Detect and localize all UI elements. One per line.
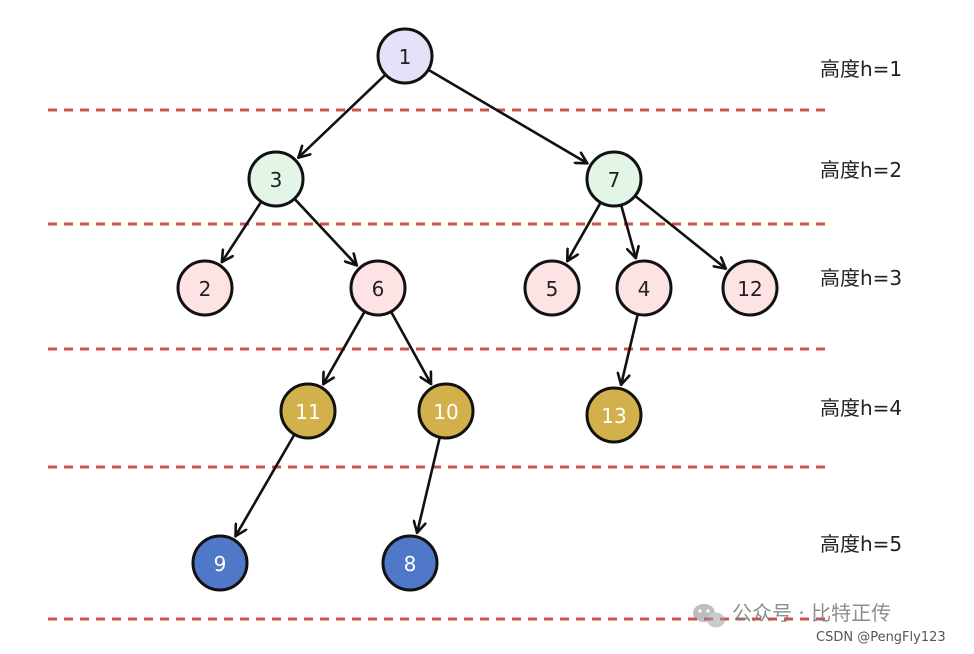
node-circle — [376, 27, 434, 85]
watermark: 公众号 · 比特正传 CSDN @PengFly123 — [693, 601, 946, 645]
edge-3-to-6 — [294, 198, 359, 267]
node-label: 9 — [214, 552, 227, 576]
tree-node-9: 9 — [191, 534, 249, 592]
edge-11-to-9 — [234, 434, 295, 538]
node-label: 3 — [270, 168, 283, 192]
level-labels: 高度h=1 高度h=2 高度h=3 高度h=4 高度h=5 — [820, 57, 902, 556]
level-label-1: 高度h=1 — [820, 57, 902, 81]
tree-node-13: 13 — [585, 386, 643, 444]
node-circle — [279, 382, 337, 440]
csdn-credit: CSDN @PengFly123 — [816, 630, 946, 645]
edge-1-to-7 — [428, 69, 589, 165]
node-circle — [523, 259, 581, 317]
node-circle — [176, 259, 234, 317]
node-label: 2 — [199, 277, 212, 301]
edge-7-to-12 — [635, 195, 728, 270]
edge-3-to-2 — [220, 202, 262, 264]
node-label: 11 — [295, 400, 320, 424]
level-label-4: 高度h=4 — [820, 396, 902, 420]
node-label: 4 — [638, 277, 651, 301]
tree-node-10: 10 — [417, 382, 475, 440]
node-label: 6 — [372, 277, 385, 301]
tree-node-5: 5 — [523, 259, 581, 317]
edge-7-to-4 — [620, 205, 636, 260]
node-circle — [191, 534, 249, 592]
node-label: 1 — [399, 45, 412, 69]
edge-6-to-11 — [321, 311, 366, 386]
node-label: 5 — [546, 277, 559, 301]
node-circle — [585, 150, 643, 208]
node-label: 12 — [737, 277, 762, 301]
wechat-icon — [693, 604, 725, 628]
node-circle — [381, 534, 439, 592]
tree-node-11: 11 — [279, 382, 337, 440]
node-circle — [247, 150, 305, 208]
watermark-text: 公众号 · 比特正传 — [732, 601, 891, 625]
tree-node-7: 7 — [585, 150, 643, 208]
node-circle — [615, 259, 673, 317]
tree-node-4: 4 — [615, 259, 673, 317]
edge-10-to-8 — [417, 437, 441, 535]
tree-node-3: 3 — [247, 150, 305, 208]
tree-node-8: 8 — [381, 534, 439, 592]
node-circle — [417, 382, 475, 440]
level-label-2: 高度h=2 — [820, 158, 902, 182]
node-label: 13 — [601, 404, 626, 428]
node-label: 8 — [404, 552, 417, 576]
node-label: 7 — [608, 168, 621, 192]
edge-6-to-10 — [390, 312, 433, 386]
tree-node-2: 2 — [176, 259, 234, 317]
level-label-3: 高度h=3 — [820, 266, 902, 290]
node-circle — [349, 259, 407, 317]
edge-4-to-13 — [621, 314, 639, 387]
node-circle — [585, 386, 643, 444]
node-circle — [721, 259, 779, 317]
tree-node-6: 6 — [349, 259, 407, 317]
tree-node-1: 1 — [376, 27, 434, 85]
level-separators — [48, 108, 830, 621]
edge-7-to-5 — [565, 202, 602, 263]
tree-node-12: 12 — [721, 259, 779, 317]
tree-edges — [220, 69, 728, 538]
level-label-5: 高度h=5 — [820, 532, 902, 556]
node-label: 10 — [433, 400, 458, 424]
edge-1-to-3 — [297, 74, 386, 159]
